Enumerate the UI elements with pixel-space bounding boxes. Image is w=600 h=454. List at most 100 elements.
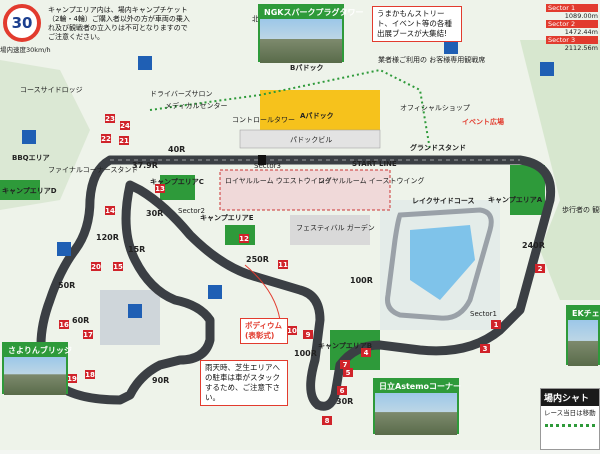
sector-row: Sector 2 1472.44m <box>546 20 598 36</box>
turn-marker: 14 <box>105 206 115 215</box>
turn-marker: 2 <box>535 264 545 273</box>
turn-marker-box <box>155 184 165 193</box>
turn-number: 11 <box>278 261 288 269</box>
parking-markers <box>22 40 554 318</box>
label-course-side-lodge: コースサイドロッジ <box>20 86 83 94</box>
turn-number: 6 <box>340 387 345 395</box>
turn-marker-box <box>303 330 313 339</box>
label-festival-garden: フェスティバル ガーデン <box>296 223 375 232</box>
turn-marker-box <box>535 264 545 273</box>
turn-marker-box <box>287 326 297 335</box>
turn-marker-box <box>337 386 347 395</box>
label-start-line: START LINE <box>352 160 397 168</box>
main-circuit-track <box>36 155 556 411</box>
label-camp-e: キャンプエリアE <box>200 213 254 222</box>
corner-radius-label: 50R <box>58 281 75 290</box>
turn-marker-box <box>278 260 288 269</box>
turn-number: 15 <box>113 263 123 271</box>
turn-marker: 1 <box>491 320 501 329</box>
turn-marker-box <box>101 134 111 143</box>
label-grand-stand: グランドスタンド <box>410 143 466 152</box>
parking-icon <box>128 304 142 318</box>
camp-a-area <box>510 165 545 215</box>
rain-parking-callout: 雨天時、芝生エリアへの駐車は車がスタックするため、ご注意下さい。 <box>200 360 288 406</box>
corner-radius-label: 15R <box>128 245 145 254</box>
event-callout: うまかもんストリート、イベント等の各種出展ブースが大集結! <box>372 6 462 42</box>
turn-number: 23 <box>105 115 115 123</box>
lake <box>410 225 475 300</box>
turn-marker: 17 <box>83 330 93 339</box>
sector-length: 1089.00m <box>564 12 598 20</box>
turn-marker: 7 <box>340 360 350 369</box>
corner-radius-label: 40R <box>168 145 185 154</box>
turn-marker-box <box>322 416 332 425</box>
corner-radius-label: 30R <box>146 209 163 218</box>
label-camp-a: キャンプエリアA <box>488 195 543 204</box>
corner-radius-label: 60R <box>72 316 89 325</box>
royal-room-block <box>219 169 391 211</box>
ngk-tower-image <box>260 19 342 63</box>
sector-name: Sector 2 <box>546 20 598 28</box>
parking-icon <box>57 242 71 256</box>
turn-number: 4 <box>364 349 369 357</box>
corner-radius-label: 100R <box>294 349 317 358</box>
label-control-tower: コントロールタワー <box>232 115 295 124</box>
turn-marker: 22 <box>101 134 111 143</box>
turn-marker: 3 <box>480 344 490 353</box>
ek-chicane-image <box>568 320 598 366</box>
speed-limit-caption: 場内速度30km/h <box>0 46 51 54</box>
paddock-building <box>239 129 381 149</box>
podium-callout: ポディウム (表彰式) <box>240 318 288 344</box>
turn-number: 10 <box>287 327 297 335</box>
camp-c-area <box>160 175 195 200</box>
turn-marker: 19 <box>67 374 77 383</box>
turn-marker: 10 <box>287 326 297 335</box>
label-final-corner-stand: ファイナルコーナースタンド <box>48 165 138 174</box>
parking-icon <box>208 285 222 299</box>
sector-length: 1472.44m <box>564 28 598 36</box>
sector-name: Sector 3 <box>546 36 598 44</box>
turn-marker-box <box>113 262 123 271</box>
turn-marker: 13 <box>155 184 165 193</box>
hitachi-corner-title: 日立Astemoコーナー <box>375 380 461 393</box>
turn-number: 21 <box>119 137 129 145</box>
turn-marker-box <box>119 136 129 145</box>
corner-radius-label: 90R <box>152 376 169 385</box>
parking-icon <box>22 130 36 144</box>
hitachi-corner-image <box>375 393 457 435</box>
shuttle-title: 場内シャト <box>541 389 599 406</box>
turn-marker-box <box>85 370 95 379</box>
label-official-shop: オフィシャルショップ <box>400 104 470 112</box>
ngk-tower-photo-title: NGKスパークプラグタワー <box>260 6 363 19</box>
hitachi-corner-photo: 日立Astemoコーナー <box>373 378 461 435</box>
turn-number: 20 <box>91 263 101 271</box>
turn-marker: 18 <box>85 370 95 379</box>
label-camp-d: キャンプエリアD <box>2 186 57 195</box>
turn-marker-box <box>361 348 371 357</box>
camp-notice: キャンプエリア内は、場内キャンプチケット（2輪・4輪）ご購入者以外の方が車両の乗… <box>48 6 190 41</box>
a-paddock-area <box>260 90 380 130</box>
camp-d-area <box>0 180 40 200</box>
corner-radii: 40R37.9R30R120R15R50R60R250R100R100R240R… <box>58 145 545 406</box>
sector-name: Sector 1 <box>546 4 598 12</box>
turn-number: 1 <box>494 321 499 329</box>
turn-number: 14 <box>105 207 115 215</box>
sayorin-bridge-title: さよりんブリッジ <box>4 344 72 357</box>
shuttle-note: レース当日は移動 <box>544 409 596 417</box>
turn-number: 3 <box>483 345 488 353</box>
turn-marker-box <box>105 114 115 123</box>
corner-radius-label: 37.9R <box>132 161 158 170</box>
speed-limit-value: 30 <box>11 14 33 32</box>
turn-marker-box <box>480 344 490 353</box>
festival-garden-area <box>290 215 370 245</box>
turn-number: 7 <box>343 361 348 369</box>
turn-marker: 15 <box>113 262 123 271</box>
label-medical-center: メディカルセンター <box>165 101 228 110</box>
sector-row: Sector 1 1089.00m <box>546 4 598 20</box>
ngk-tower-photo: NGKスパークプラグタワー <box>258 4 363 63</box>
turn-marker: 11 <box>278 260 288 269</box>
turn-marker: 4 <box>361 348 371 357</box>
